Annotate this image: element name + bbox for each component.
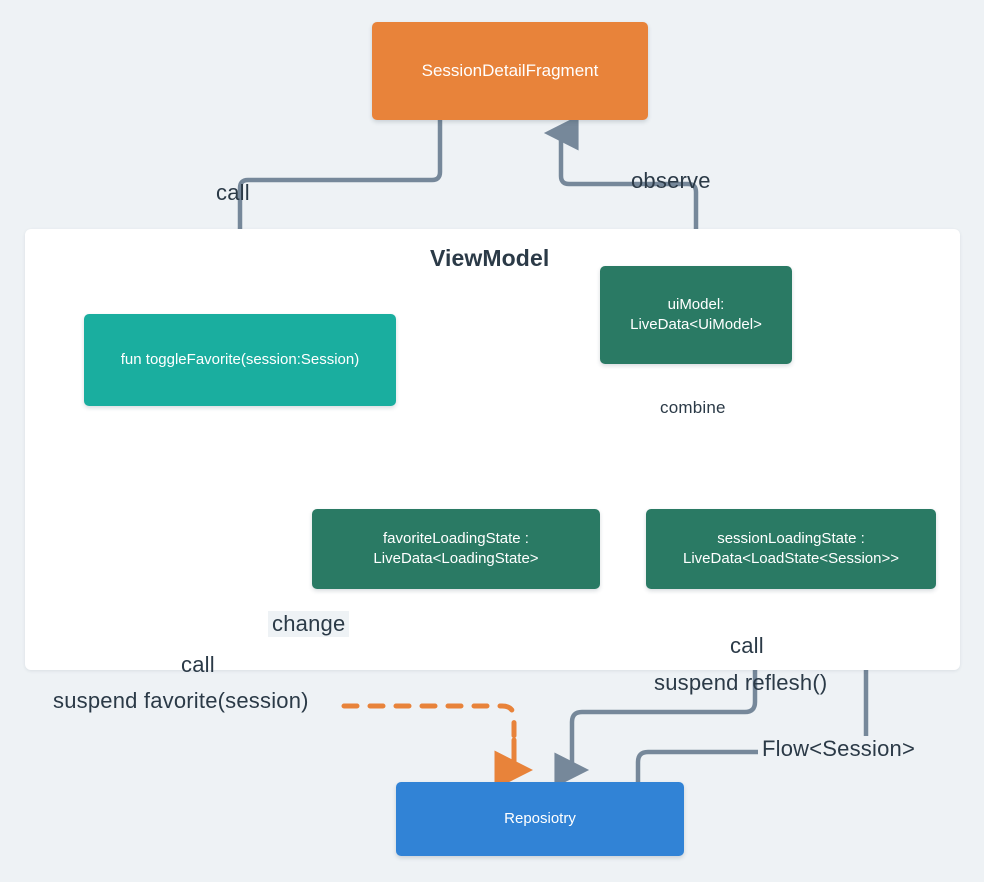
- node-label-repository: Reposiotry: [504, 809, 576, 827]
- edge-call-toggle: [222, 117, 443, 314]
- edge-call-reflesh: [554, 586, 758, 788]
- edge-label-call-toggle: call: [216, 180, 250, 205]
- node-favorite-loading-state[interactable]: favoriteLoadingState : LiveData<LoadingS…: [312, 509, 600, 589]
- edge-label-suspend-favorite: suspend favorite(session): [53, 688, 309, 713]
- edge-label-suspend-reflesh: suspend reflesh(): [654, 670, 828, 695]
- edge-label-observe: observe: [631, 168, 711, 193]
- viewmodel-panel: [25, 229, 960, 670]
- node-session-detail-fragment[interactable]: SessionDetailFragment: [372, 22, 648, 120]
- node-ui-model[interactable]: uiModel: LiveData<UiModel>: [600, 266, 792, 364]
- edge-observe: [543, 115, 699, 269]
- node-label-session-loading-state: sessionLoadingState : LiveData<LoadState…: [683, 529, 899, 567]
- node-label-fragment: SessionDetailFragment: [421, 60, 599, 80]
- node-repository[interactable]: Reposiotry: [396, 782, 684, 856]
- edge-label-call-reflesh: call: [730, 633, 764, 658]
- node-label-toggle-favorite: fun toggleFavorite(session:Session): [120, 350, 360, 368]
- node-label-ui-model: uiModel: LiveData<UiModel>: [630, 295, 762, 333]
- edge-label-combine: combine: [660, 398, 726, 417]
- node-label-favorite-loading-state: favoriteLoadingState : LiveData<LoadingS…: [373, 529, 539, 567]
- edge-label-call-favorite: call: [181, 652, 215, 677]
- node-toggle-favorite[interactable]: fun toggleFavorite(session:Session): [84, 314, 396, 406]
- node-session-loading-state[interactable]: sessionLoadingState : LiveData<LoadState…: [646, 509, 936, 589]
- edge-label-change: change: [268, 611, 350, 637]
- edge-label-flow-session: Flow<Session>: [758, 736, 920, 762]
- viewmodel-panel-title: ViewModel: [430, 245, 550, 271]
